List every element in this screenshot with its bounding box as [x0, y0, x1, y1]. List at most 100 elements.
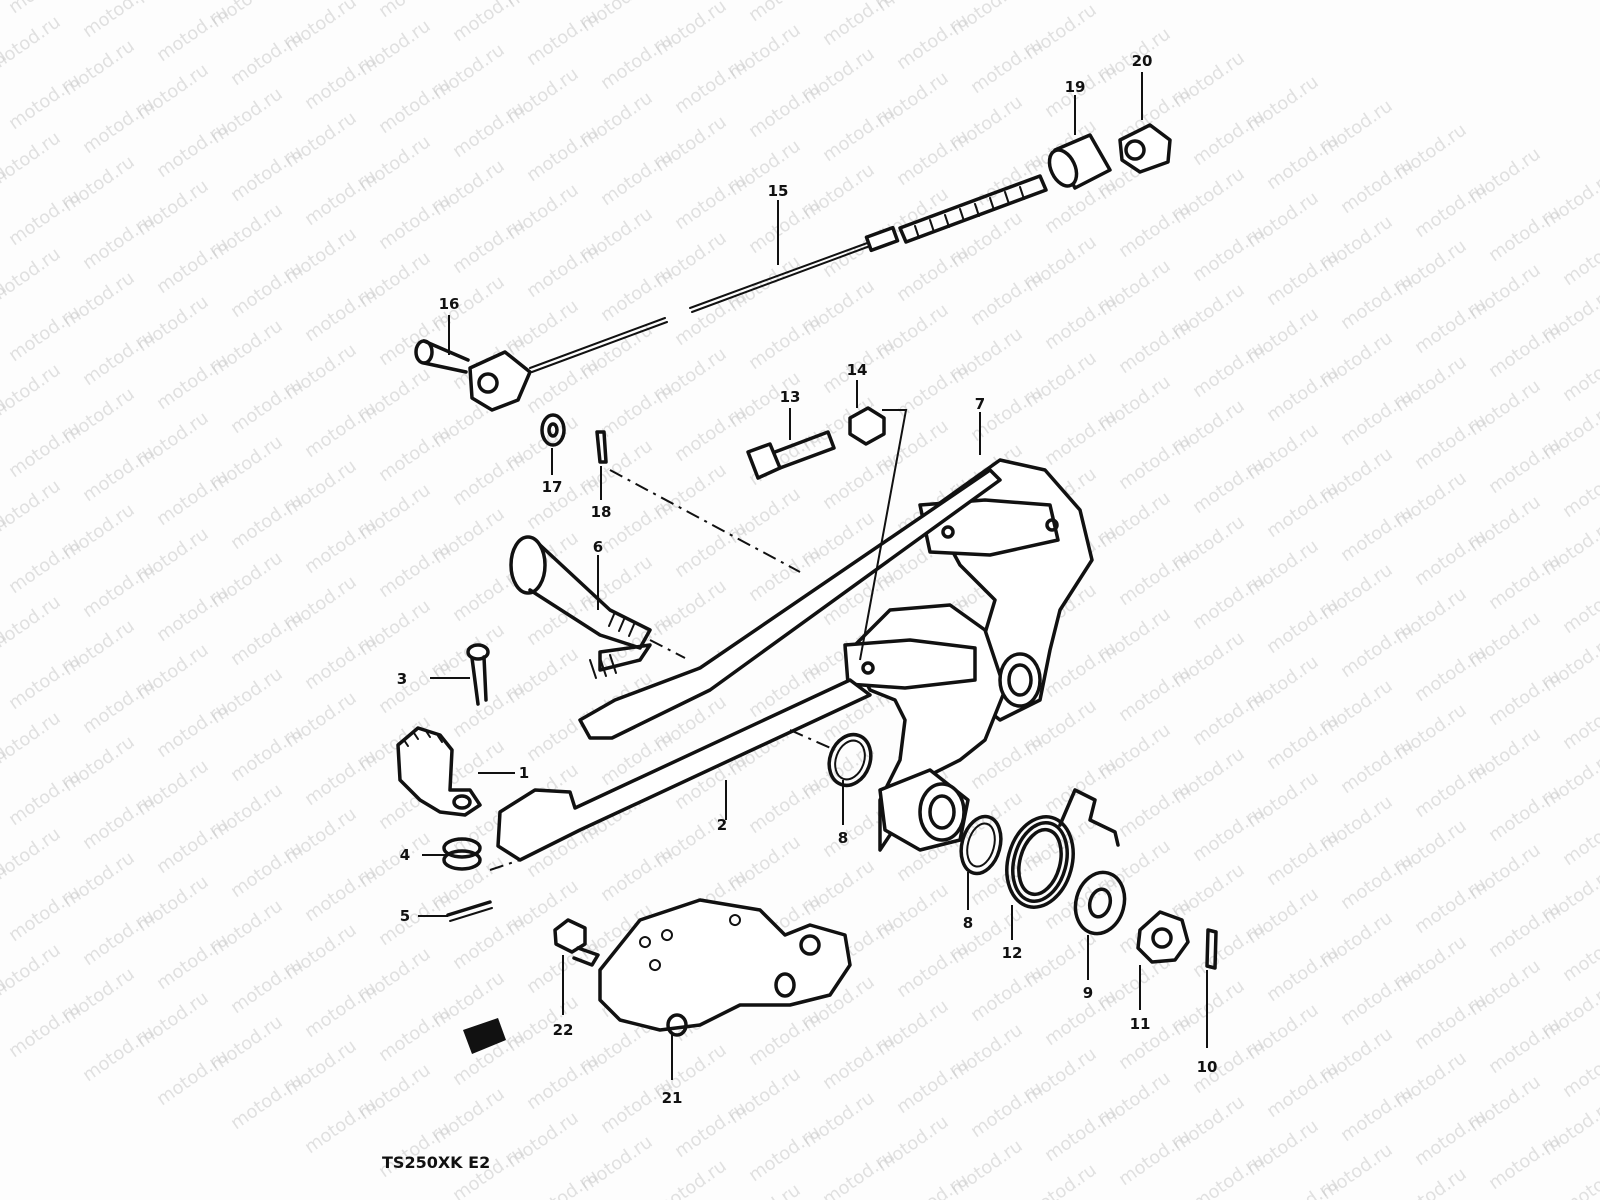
watermark-text: motod.ru	[745, 0, 825, 26]
callout-3: 3	[397, 670, 407, 688]
watermark-text: motod.ru	[5, 998, 85, 1063]
watermark-text: motod.ru	[1189, 454, 1269, 519]
watermark-text: motod.ru	[227, 490, 307, 555]
watermark-text: motod.ru	[1041, 290, 1121, 355]
watermark-text: motod.ru	[79, 790, 159, 855]
watermark-text: motod.ru	[819, 450, 899, 515]
watermark-text: motod.ru	[5, 766, 85, 831]
watermark-text: motod.ru	[301, 862, 381, 927]
part-10-cotter-pin	[1205, 928, 1218, 970]
watermark-text: motod.ru	[5, 882, 85, 947]
watermark-text: motod.ru	[745, 310, 825, 375]
watermark-text: motod.ru	[227, 722, 307, 787]
watermark-text: motod.ru	[745, 194, 825, 259]
watermark-text: motod.ru	[5, 186, 85, 251]
watermark-text: motod.ru	[1485, 1130, 1565, 1195]
watermark-text: motod.ru	[0, 360, 65, 425]
watermark-text: motod.ru	[1263, 1174, 1343, 1200]
watermark-text: motod.ru	[1189, 570, 1269, 635]
watermark-text: motod.ru	[967, 1078, 1047, 1143]
watermark-text: motod.ru	[671, 518, 751, 583]
watermark-text: motod.ru	[1263, 710, 1343, 775]
callout-4: 4	[400, 846, 410, 864]
watermark-text: motod.ru	[301, 1094, 381, 1159]
watermark-text: motod.ru	[375, 306, 455, 371]
callout-16: 16	[439, 295, 460, 313]
watermark-text: motod.ru	[153, 930, 233, 995]
watermark-text: motod.ru	[1411, 294, 1491, 359]
watermark-text: motod.ru	[1559, 1154, 1600, 1200]
part-13-bolt	[746, 430, 836, 480]
watermark-text: motod.ru	[153, 582, 233, 647]
watermark-text: motod.ru	[1189, 918, 1269, 983]
watermark-text: motod.ru	[1041, 638, 1121, 703]
watermark-text: motod.ru	[967, 34, 1047, 99]
assembly-lines	[489, 409, 908, 871]
watermark-text: motod.ru	[893, 242, 973, 307]
watermark-text: motod.ru	[153, 118, 233, 183]
callout-14: 14	[847, 361, 868, 379]
watermark-text: motod.ru	[375, 654, 455, 719]
watermark-text: motod.ru	[523, 122, 603, 187]
model-code: TS250XK E2	[382, 1153, 490, 1172]
watermark-text: motod.ru	[967, 382, 1047, 447]
watermark-text: motod.ru	[597, 378, 677, 443]
watermark-text: motod.ru	[0, 592, 65, 657]
watermark-text: motod.ru	[1115, 198, 1195, 263]
watermark-text: motod.ru	[1115, 778, 1195, 843]
watermark-text: motod.ru	[1559, 806, 1600, 871]
watermark-text: motod.ru	[1115, 430, 1195, 495]
part-7-bracket	[843, 458, 1094, 852]
watermark-text: motod.ru	[79, 326, 159, 391]
watermark-text: motod.ru	[0, 824, 65, 889]
watermark-text: motod.ru	[597, 610, 677, 675]
watermark-text: motod.ru	[1411, 642, 1491, 707]
watermark-text: motod.ru	[745, 1006, 825, 1071]
watermark-text: motod.ru	[449, 214, 529, 279]
watermark-text: motod.ru	[79, 906, 159, 971]
watermark-text: motod.ru	[893, 126, 973, 191]
watermark-text: motod.ru	[375, 74, 455, 139]
watermark-text: motod.ru	[0, 244, 65, 309]
watermark-text: motod.ru	[1115, 546, 1195, 611]
watermark-text: motod.ru	[375, 1118, 455, 1183]
watermark-text: motod.ru	[227, 26, 307, 91]
watermark-text: motod.ru	[1189, 1150, 1269, 1200]
watermark-text: motod.ru	[1115, 1126, 1195, 1191]
watermark-text: motod.ru	[1263, 942, 1343, 1007]
watermark-text: motod.ru	[79, 210, 159, 275]
leader-lines	[418, 72, 1208, 1080]
part-20-nut	[1118, 123, 1172, 174]
watermark-text: motod.ru	[745, 78, 825, 143]
watermark-text: motod.ru	[153, 466, 233, 531]
watermark-text: motod.ru	[1411, 410, 1491, 475]
watermark-text: motod.ru	[1411, 758, 1491, 823]
watermark-text: motod.ru	[1263, 594, 1343, 659]
watermark-text: motod.ru	[153, 698, 233, 763]
watermark-text: motod.ru	[597, 262, 677, 327]
callout-12: 12	[1002, 944, 1023, 962]
callout-10: 10	[1197, 1058, 1218, 1076]
watermark-text: motod.ru	[1337, 386, 1417, 451]
watermark-text: motod.ru	[745, 1122, 825, 1187]
watermark-text: motod.ru	[301, 978, 381, 1043]
part-8-washer-b	[959, 814, 1003, 876]
part-2-brake-pedal	[496, 468, 1002, 862]
callout-19: 19	[1065, 78, 1086, 96]
watermark-text: motod.ru	[301, 746, 381, 811]
watermark-text: motod.ru	[523, 354, 603, 419]
watermark-text: motod.ru	[1337, 154, 1417, 219]
watermark-text: motod.ru	[1263, 246, 1343, 311]
part-16-clevis-pin	[414, 339, 470, 374]
watermark-text: motod.ru	[671, 170, 751, 235]
callout-9: 9	[1083, 984, 1093, 1002]
watermark-text: motod.ru	[1337, 618, 1417, 683]
watermark-text: motod.ru	[1411, 990, 1491, 1055]
callout-1: 1	[519, 764, 529, 782]
part-9-washer	[1073, 870, 1127, 936]
watermark-text: motod.ru	[375, 422, 455, 487]
watermark-text: motod.ru	[1263, 130, 1343, 195]
watermark-text: motod.ru	[227, 374, 307, 439]
watermark-text: motod.ru	[79, 674, 159, 739]
